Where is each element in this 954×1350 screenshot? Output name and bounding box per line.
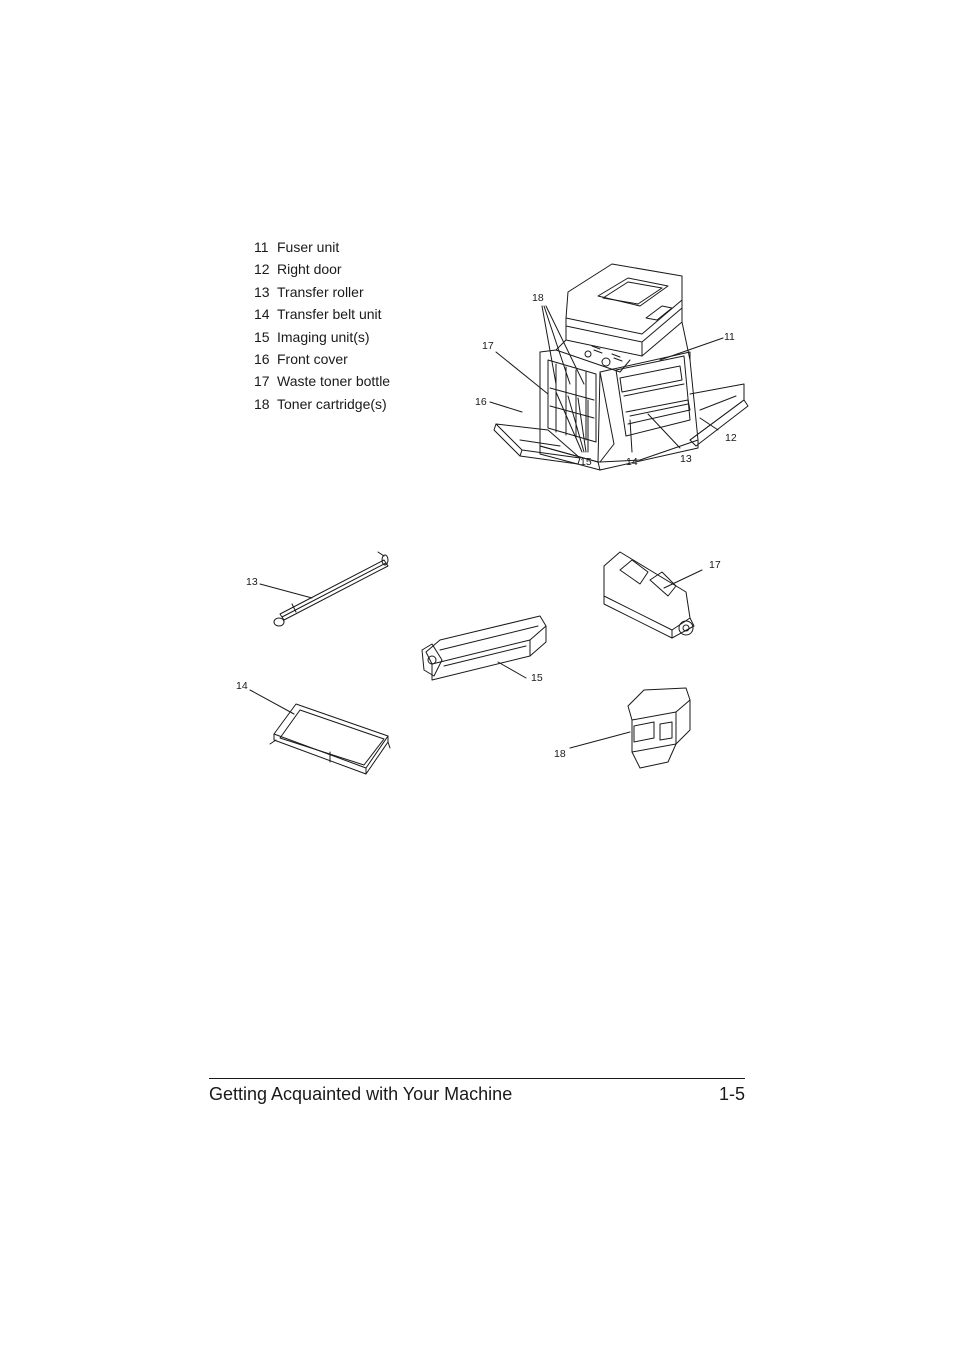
callout-17: 17 (482, 340, 494, 352)
callout-13: 13 (680, 453, 692, 465)
part-number: 17 (254, 373, 270, 390)
parts-list-item: 18 Toner cartridge(s) (254, 393, 390, 415)
parts-list-item: 13 Transfer roller (254, 281, 390, 303)
leader-14 (249, 689, 295, 715)
part-label: Toner cartridge(s) (277, 395, 387, 412)
part-number: 11 (254, 239, 269, 255)
part-number: 13 (254, 283, 270, 300)
leader-17 (663, 569, 703, 589)
parts-list: 11 Fuser unit 12 Right door 13 Transfer rol… (254, 236, 390, 415)
part-label: Transfer belt unit (277, 306, 382, 323)
footer-page-number: 1-5 (718, 1084, 745, 1104)
part-label: Right door (277, 261, 342, 278)
callout-14: 14 (626, 456, 638, 468)
parts-list-item: 16 Front cover (254, 348, 390, 370)
transfer-belt-illustration (269, 703, 391, 775)
imaging-unit-illustration (421, 615, 547, 681)
callout-17: 17 (709, 559, 721, 571)
parts-list-item: 12 Right door (254, 258, 390, 280)
parts-list-item: 15 Imaging unit(s) (254, 326, 390, 348)
transfer-roller-illustration (273, 551, 389, 627)
part-number: 12 (254, 261, 270, 278)
part-number: 14 (254, 306, 270, 323)
printer-callout-leaders (489, 305, 724, 453)
toner-cartridge-illustration (627, 687, 691, 769)
part-label: Waste toner bottle (277, 373, 391, 390)
callout-12: 12 (725, 432, 737, 444)
part-number: 16 (254, 350, 270, 367)
part-number: 18 (254, 395, 270, 412)
callout-18: 18 (532, 292, 544, 304)
parts-list-item: 17 Waste toner bottle (254, 370, 390, 392)
part-label: Front cover (277, 350, 348, 367)
leader-15 (497, 661, 527, 679)
footer-chapter-title: Getting Acquainted with Your Machine (209, 1084, 513, 1104)
part-label: Transfer roller (277, 283, 364, 300)
callout-13: 13 (246, 576, 258, 588)
callout-15: 15 (580, 456, 592, 468)
callout-18: 18 (554, 748, 566, 760)
callout-16: 16 (475, 396, 487, 408)
parts-list-item: 14 Transfer belt unit (254, 303, 390, 325)
part-label: Fuser unit (277, 239, 340, 255)
callout-14: 14 (236, 680, 248, 692)
waste-toner-bottle-illustration (603, 551, 695, 639)
part-label: Imaging unit(s) (277, 328, 370, 345)
printer-illustration (493, 263, 749, 471)
part-number: 15 (254, 328, 270, 345)
leader-18 (569, 731, 631, 749)
footer-divider (209, 1078, 745, 1079)
callout-15: 15 (531, 672, 543, 684)
parts-list-item: 11 Fuser unit (254, 236, 390, 258)
callout-11: 11 (724, 331, 735, 343)
leader-13 (259, 583, 313, 599)
